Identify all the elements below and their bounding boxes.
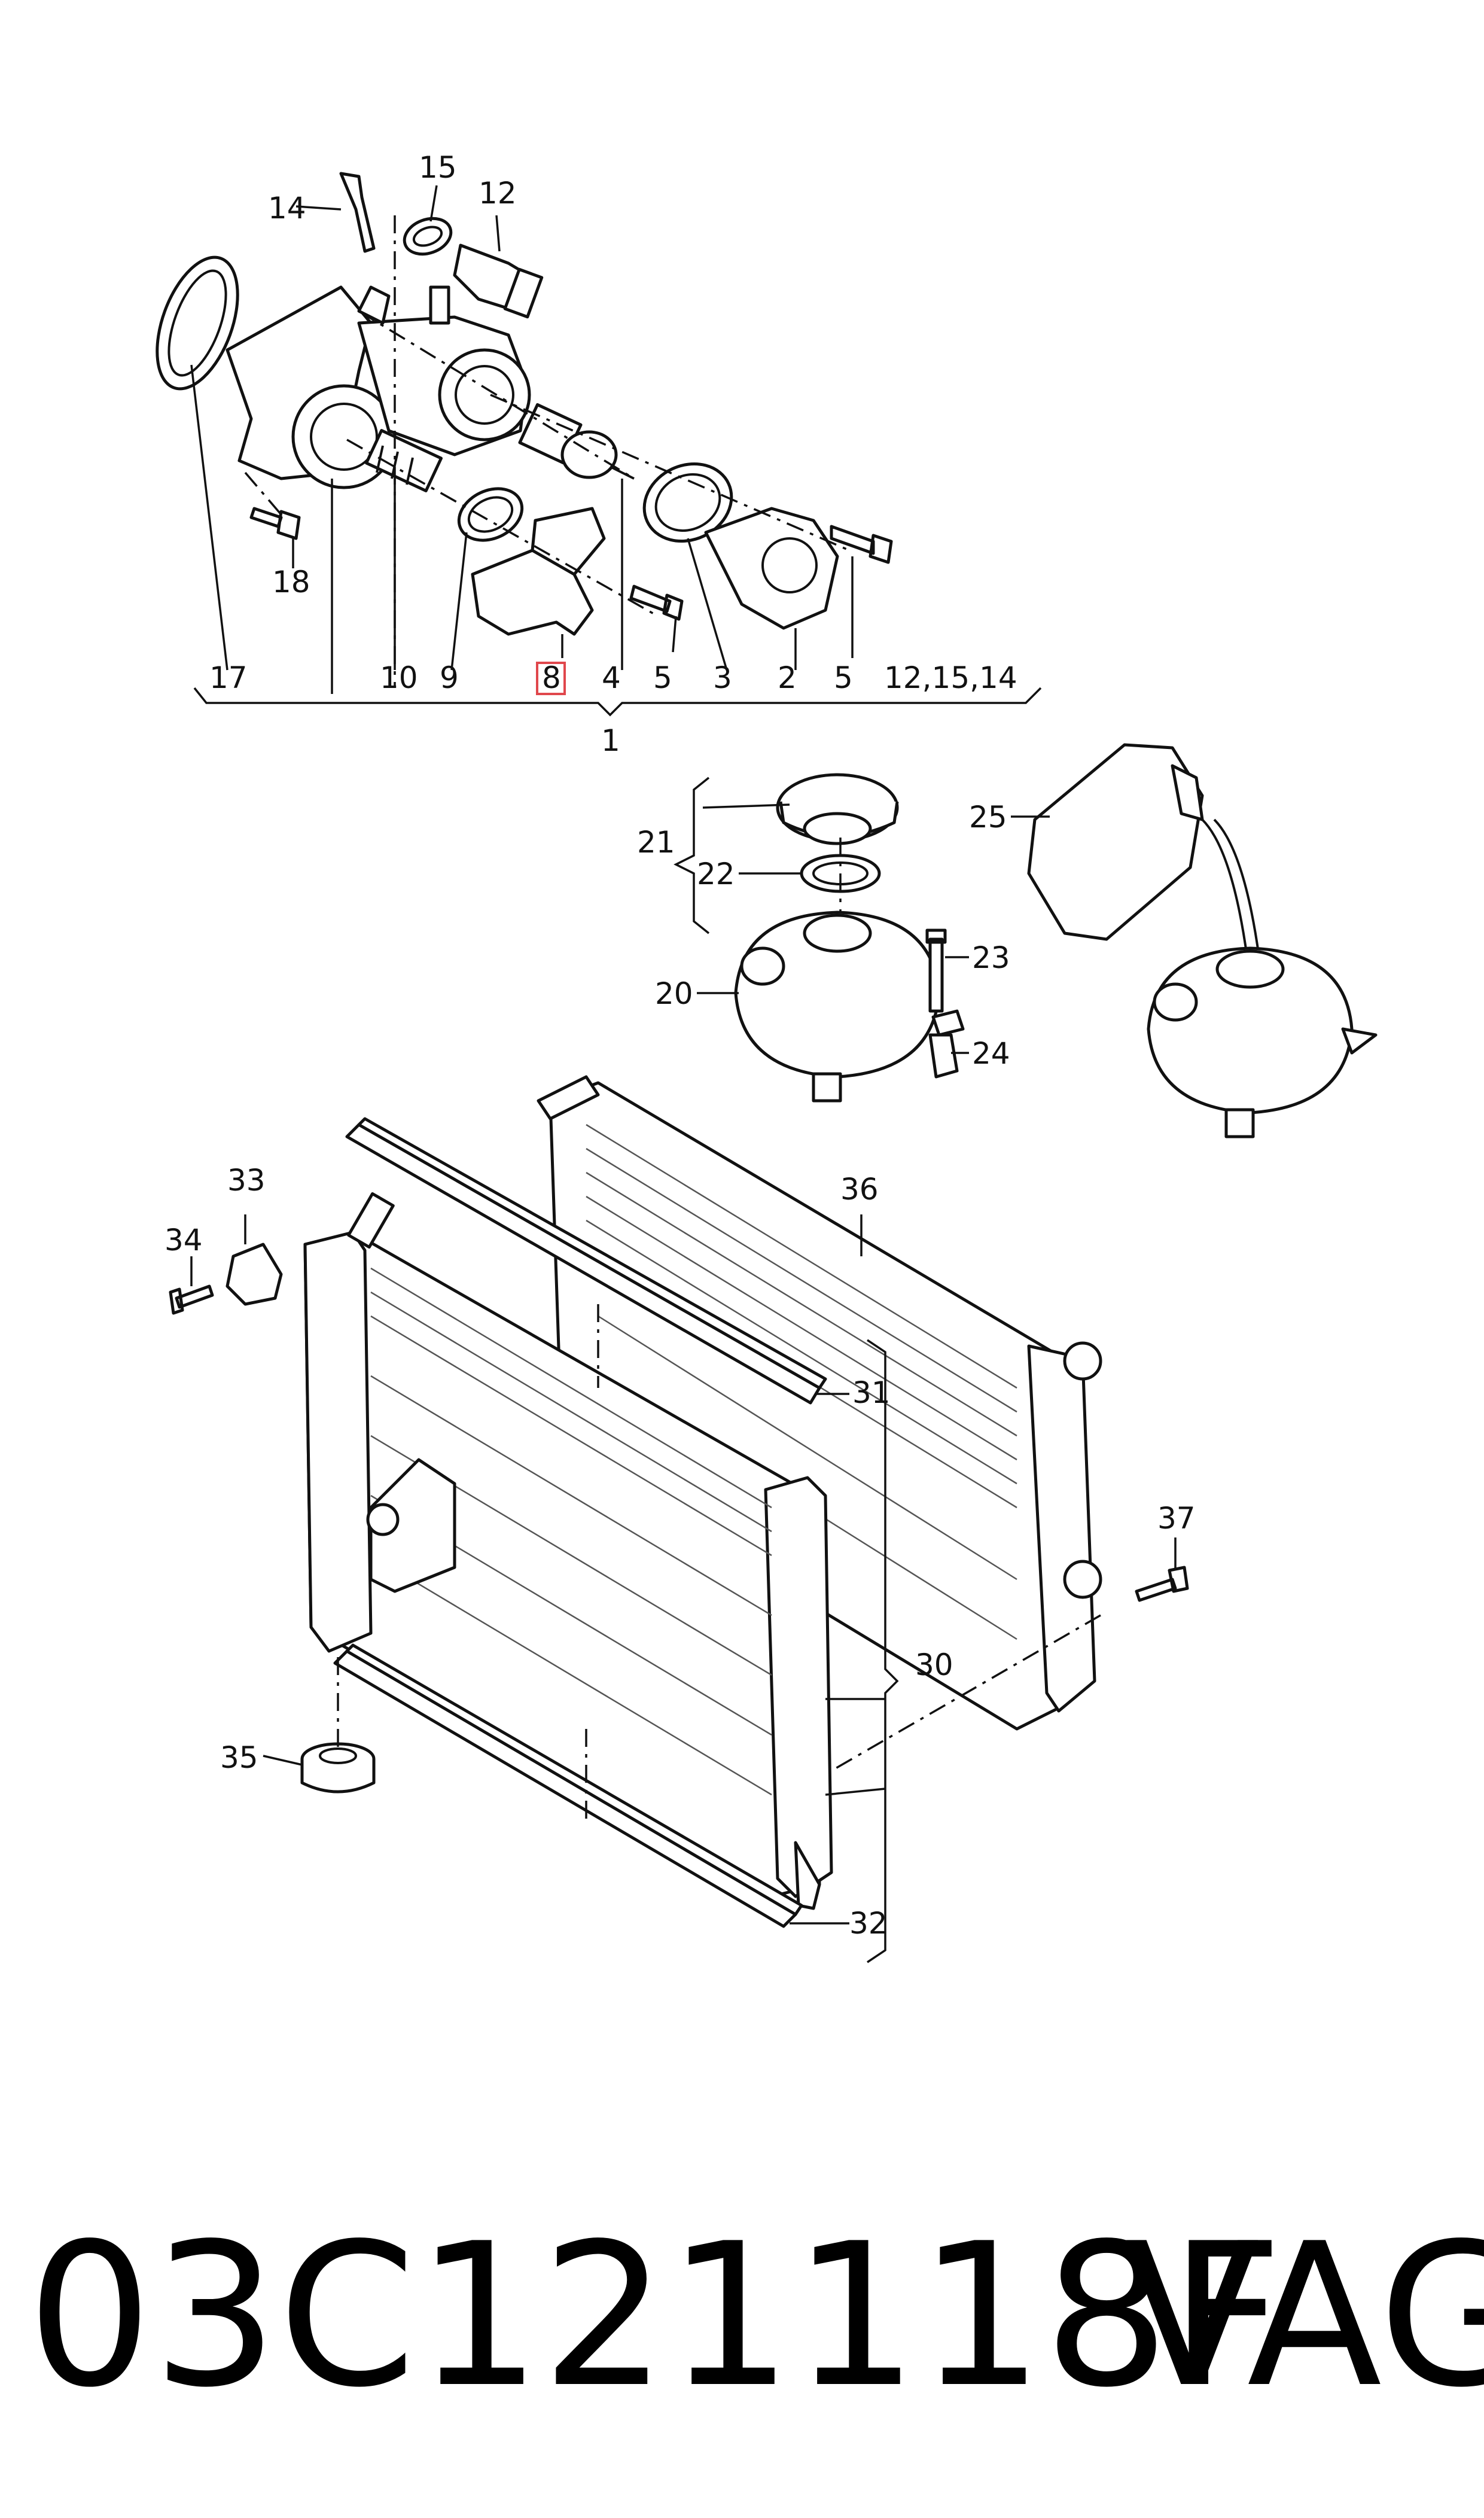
bolt-5-right <box>830 525 893 564</box>
radiator-36 <box>537 1075 1102 1731</box>
callout-12: 12 <box>479 176 517 211</box>
coolant-outlet-2 <box>704 507 839 630</box>
callout-1: 1 <box>601 723 620 758</box>
callout-14: 14 <box>268 191 306 226</box>
bolt-18 <box>249 507 301 540</box>
thermostat-housing-group <box>156 172 1042 717</box>
callout-5-right: 5 <box>834 660 853 695</box>
callout-17: 17 <box>209 660 248 695</box>
o-ring-15 <box>403 217 453 256</box>
expansion-tank-filled <box>1147 946 1378 1138</box>
bolt-37 <box>1135 1566 1189 1602</box>
callout-25: 25 <box>969 800 1007 835</box>
callout-15: 15 <box>419 150 457 185</box>
callout-22: 22 <box>697 857 735 891</box>
o-ring-9 <box>457 487 524 542</box>
callout-36: 36 <box>840 1172 879 1207</box>
clip-24 <box>928 1033 959 1079</box>
callout-8: 8 <box>542 660 561 695</box>
thermostat-cover-8 <box>471 507 606 636</box>
callout-18: 18 <box>272 565 310 599</box>
seal-strip-31 <box>345 1117 849 1405</box>
callout-35: 35 <box>220 1740 258 1775</box>
coolant-bottle-25 <box>1011 743 1260 958</box>
brand-name: VAG <box>1125 2201 1484 2431</box>
part-number: 03C121118F <box>27 2201 1283 2431</box>
callout-2: 2 <box>778 660 797 695</box>
thermostat-spring-10 <box>364 429 443 492</box>
callout-34: 34 <box>164 1223 203 1258</box>
callout-24: 24 <box>972 1036 1010 1071</box>
callout-3: 3 <box>713 660 732 695</box>
tank-cap-21 <box>776 773 899 845</box>
o-ring-3 <box>642 462 733 543</box>
radiator-group <box>169 1075 1189 1963</box>
callout-32: 32 <box>849 1906 888 1941</box>
bolt-23 <box>925 928 947 1013</box>
radiator-30 <box>303 1192 833 1910</box>
bolt-34 <box>169 1284 214 1315</box>
callout-23: 23 <box>972 940 1010 975</box>
callout-5-left: 5 <box>653 660 672 695</box>
temperature-sensor-12 <box>453 243 544 319</box>
callout-8-highlight <box>536 662 566 695</box>
mount-bracket-33 <box>226 1214 283 1306</box>
callout-31: 31 <box>852 1375 891 1410</box>
callout-4: 4 <box>602 660 621 695</box>
gasket-17 <box>156 255 239 391</box>
callout-20: 20 <box>655 976 693 1011</box>
clip-14 <box>339 172 376 253</box>
housing-body <box>226 285 531 489</box>
rubber-mount-35 <box>263 1657 376 1794</box>
callout-12-15-14: 12,15,14 <box>884 660 1017 695</box>
callout-30: 30 <box>915 1648 953 1682</box>
seal-strip-32 <box>333 1643 849 1928</box>
expansion-tank-group <box>674 773 969 1103</box>
callout-10: 10 <box>380 660 418 695</box>
callout-21: 21 <box>637 825 675 860</box>
callout-33: 33 <box>227 1163 266 1198</box>
bolt-5-left <box>629 584 684 621</box>
callout-9: 9 <box>440 660 459 695</box>
callout-37: 37 <box>1157 1501 1196 1536</box>
